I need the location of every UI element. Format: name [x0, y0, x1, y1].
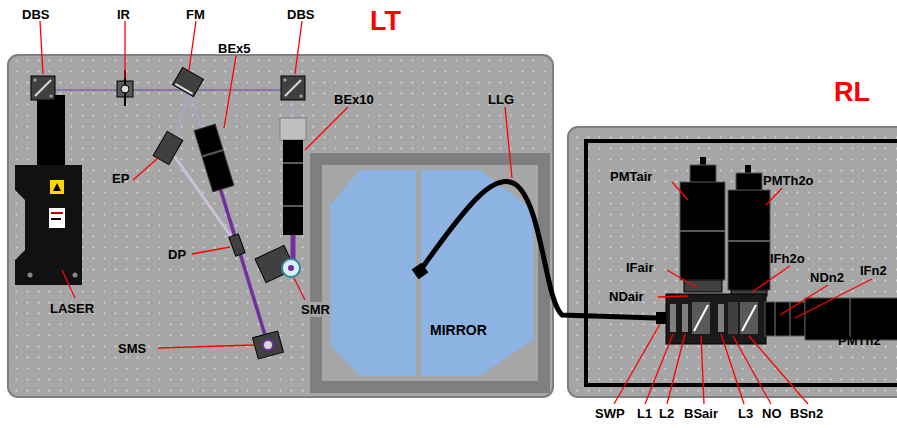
dichroic-mirror	[31, 76, 55, 100]
part-label: L3	[738, 407, 753, 420]
part-label: PMTair	[610, 170, 652, 183]
part-label: SMS	[118, 342, 146, 355]
part-label: EP	[112, 172, 129, 185]
laser-head	[15, 95, 82, 285]
part-label: IR	[117, 8, 130, 21]
part-label: BEx5	[218, 42, 251, 55]
light-guide	[420, 181, 656, 318]
part-label: IFh2o	[770, 252, 805, 265]
leader-lines	[40, 21, 872, 404]
breadboard	[568, 127, 897, 397]
dichroic-plate	[229, 234, 245, 256]
section-heading: RL	[834, 79, 870, 106]
part-name: MIRROR	[430, 323, 487, 337]
part-label: DP	[168, 248, 186, 261]
part-label: L1	[637, 407, 652, 420]
beam-expander	[194, 124, 234, 192]
steering-mirror	[255, 245, 300, 282]
part-label: IFn2	[860, 264, 887, 277]
part-label: DBS	[287, 8, 314, 21]
part-label: NDair	[609, 290, 644, 303]
part-label: PMTh2o	[763, 174, 814, 187]
part-label: LLG	[488, 93, 514, 106]
part-label: DBS	[22, 8, 49, 21]
part-label: SMR	[300, 302, 331, 317]
part-label: PMTn2	[838, 334, 881, 347]
section-heading: LT	[370, 8, 401, 35]
part-label: SWP	[595, 407, 625, 420]
photomultiplier	[680, 157, 725, 280]
part-label: NO	[762, 407, 782, 420]
part-label: BEx10	[334, 93, 374, 106]
dichroic-mirror	[281, 76, 305, 100]
breadboard	[8, 55, 553, 397]
part-label: BSn2	[790, 407, 823, 420]
part-label: BSair	[684, 407, 718, 420]
part-label: L2	[659, 407, 674, 420]
mirror-mount	[153, 131, 183, 164]
receiver-table: RL	[568, 127, 897, 397]
steering-mirror	[253, 331, 284, 359]
folding-mirror	[173, 67, 204, 96]
part-label: IFair	[626, 261, 653, 274]
beam-expander	[280, 118, 306, 235]
mirror: MIRROR	[310, 153, 550, 393]
laser-table: LTMIRROR	[8, 55, 553, 397]
enclosure	[586, 141, 897, 385]
part-label: NDn2	[810, 271, 844, 284]
mirror-frame	[310, 153, 550, 393]
part-label: LASER	[50, 302, 94, 315]
mirror-segment	[330, 170, 416, 376]
part-label: FM	[186, 8, 205, 21]
